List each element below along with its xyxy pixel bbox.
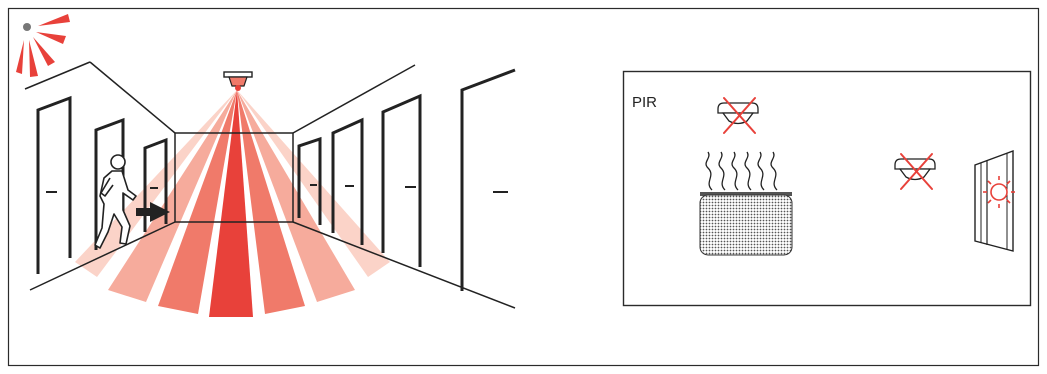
heater-icon — [700, 152, 792, 255]
pir-label: PIR — [632, 94, 657, 111]
ceiling-sensor-icon — [224, 72, 252, 91]
crossed-sensor-icon — [718, 98, 758, 133]
crossed-sensor-icon — [895, 154, 935, 189]
corridor-scene — [25, 62, 515, 317]
pir-indicator-icon — [16, 14, 70, 77]
window-sun-icon — [975, 151, 1015, 251]
pir-panel: PIR — [624, 72, 1031, 306]
pir-panel-frame — [624, 72, 1031, 306]
